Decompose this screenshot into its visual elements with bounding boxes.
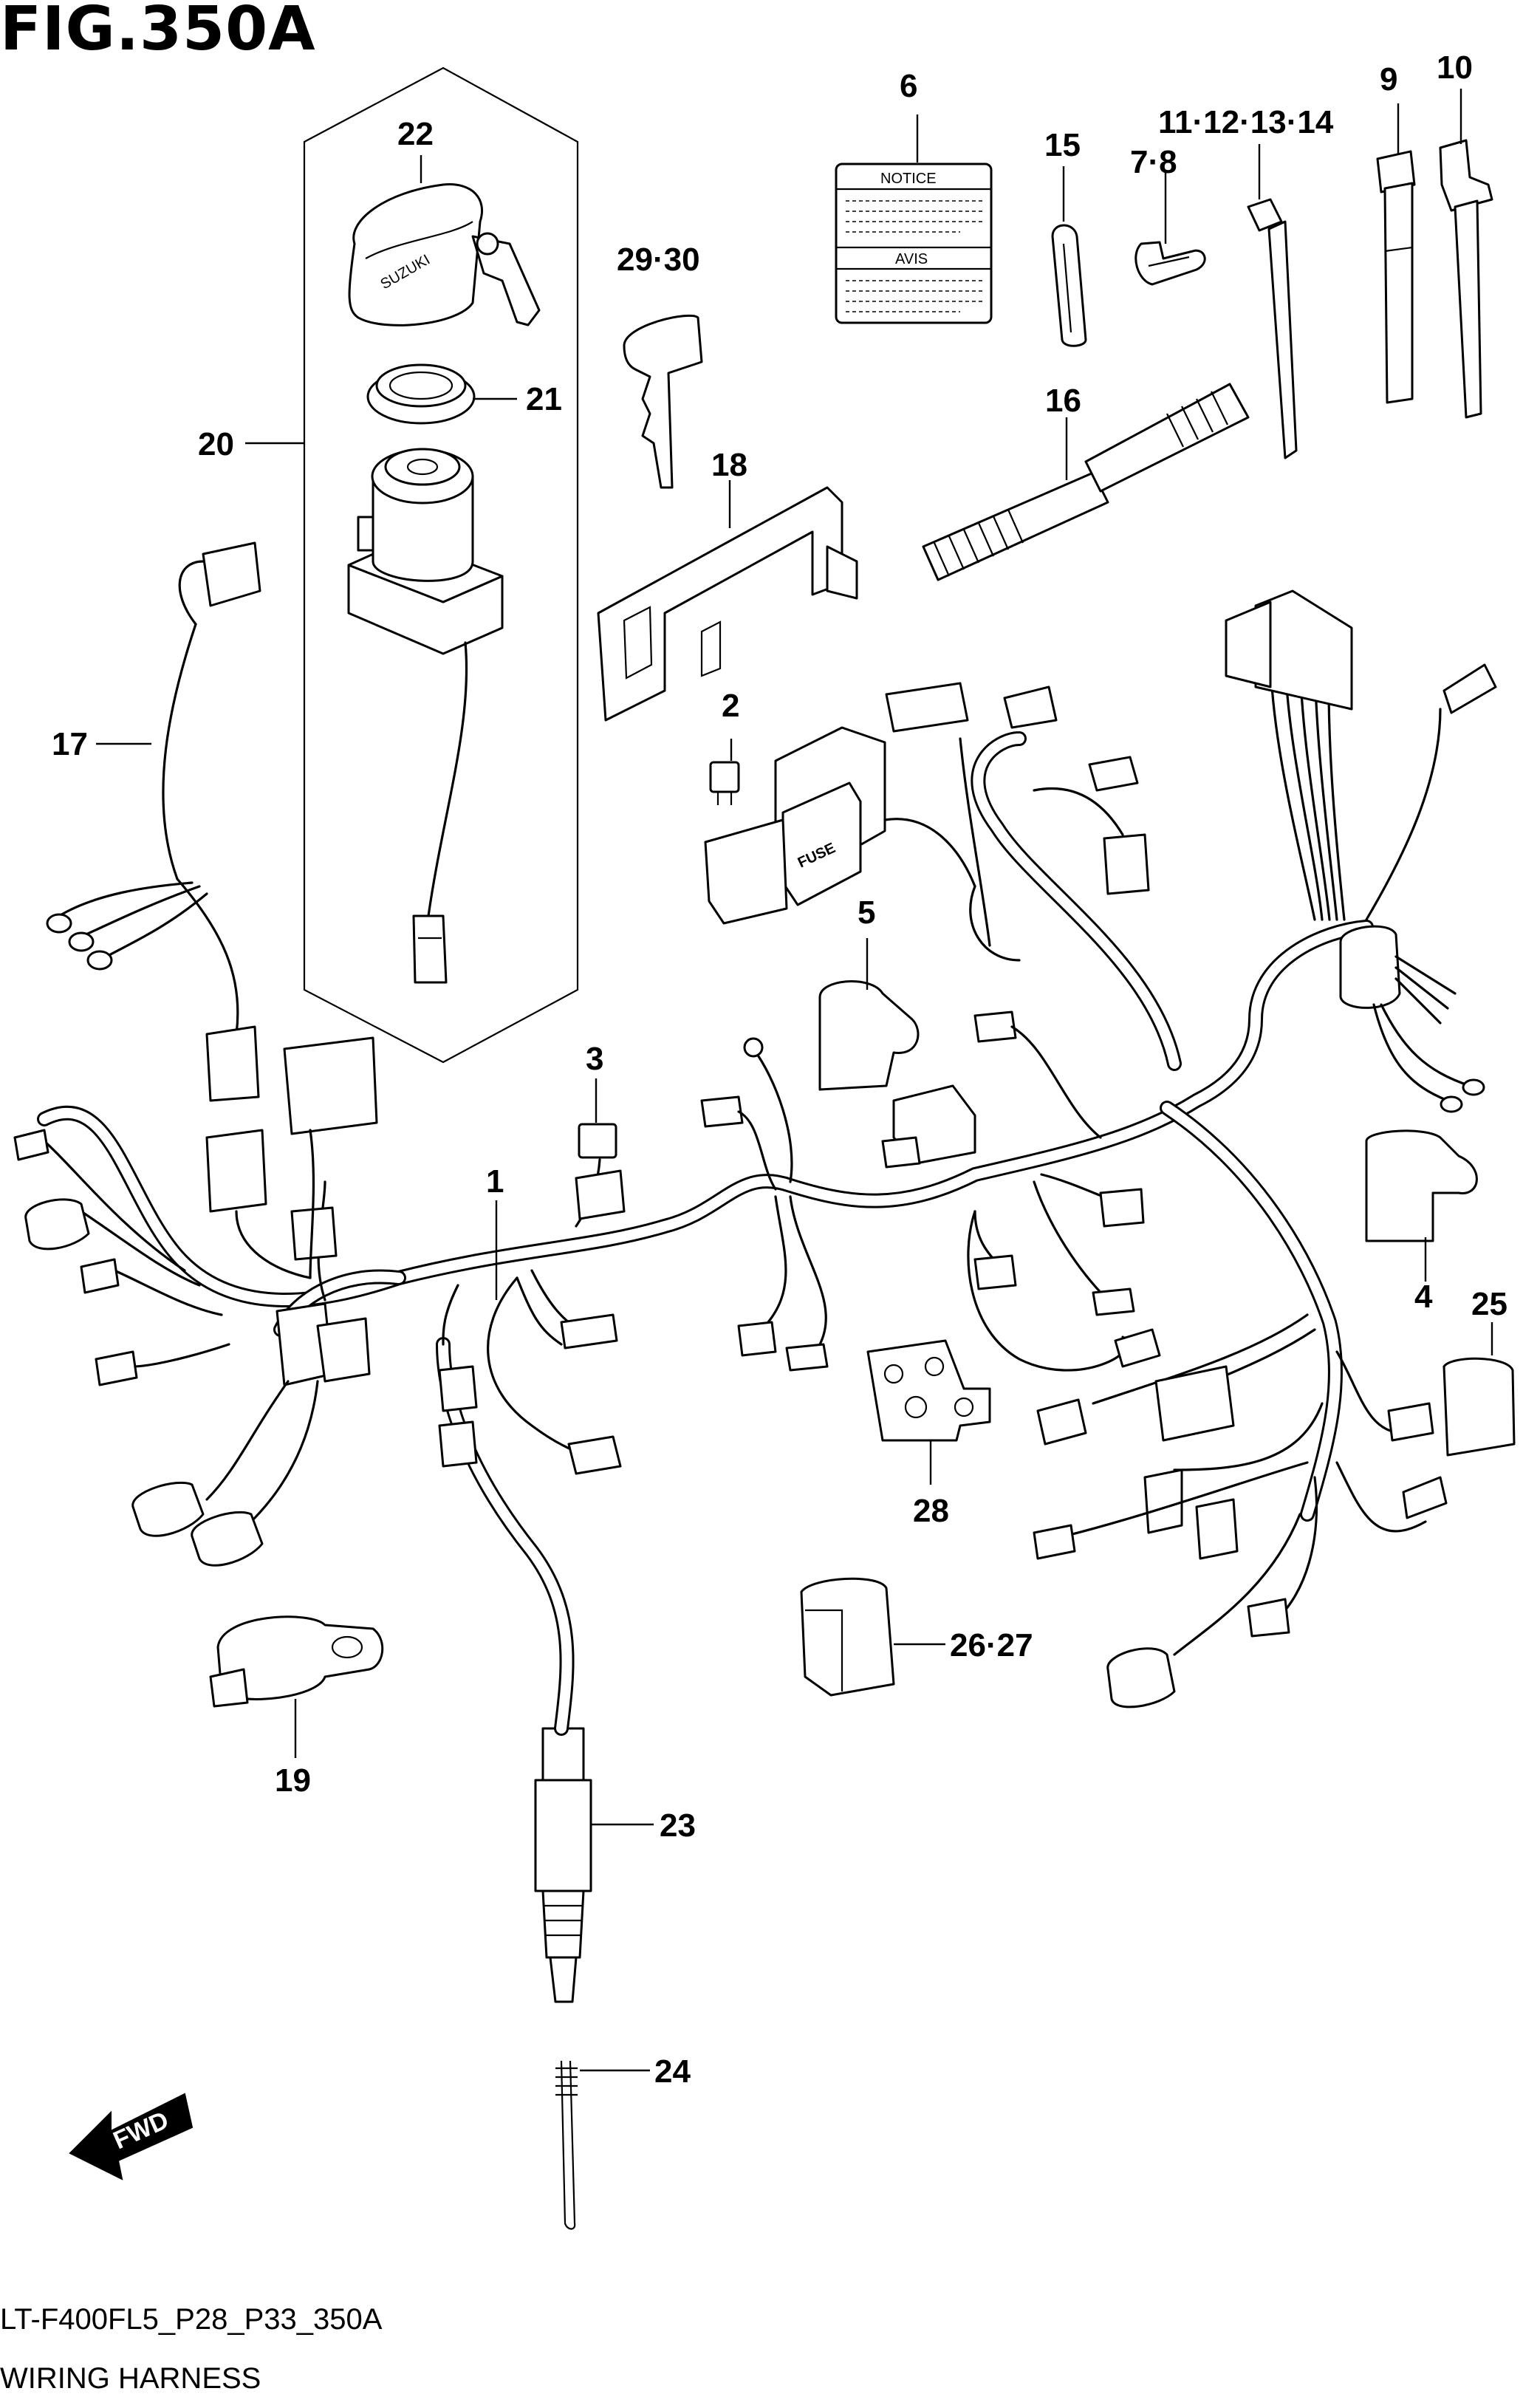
cable-tie-9	[1376, 150, 1416, 404]
forward-direction-arrow: FWD	[69, 2093, 194, 2180]
callout-24: 24	[654, 2053, 691, 2090]
notice-label: NOTICE AVIS	[835, 163, 993, 324]
model-code: LT-F400FL5_P28_P33_350A	[0, 2303, 383, 2336]
callout-3: 3	[586, 1041, 603, 1077]
ignition-key-cap: SUZUKI	[348, 183, 541, 326]
callouts: 22 21 20 17 29·30 6 15 7·8 11·12·13·14 9…	[52, 49, 1507, 2090]
ring-nut	[366, 363, 476, 425]
callout-20: 20	[198, 426, 234, 462]
blank-key	[623, 314, 703, 489]
coupler-26-27	[800, 1577, 895, 1697]
callout-11-14: 11·12·13·14	[1158, 104, 1334, 140]
callout-5: 5	[858, 895, 875, 931]
ignition-switch-body	[347, 448, 504, 984]
bracket-plate-28	[866, 1339, 991, 1442]
callout-6: 6	[900, 68, 917, 104]
terminal-cover-4	[1365, 1129, 1478, 1242]
leader-lines	[96, 89, 1493, 2072]
callout-2: 2	[722, 688, 739, 724]
ignition-group-outline	[303, 66, 579, 1064]
callout-18: 18	[711, 447, 747, 483]
corrugated-tube	[922, 383, 1250, 581]
neutral-switch-19	[209, 1615, 384, 1708]
callout-26-27: 26·27	[950, 1627, 1033, 1663]
avis-text: AVIS	[895, 251, 928, 267]
mounting-bracket	[597, 486, 858, 722]
callout-7-8: 7·8	[1130, 144, 1177, 180]
callout-19: 19	[275, 1762, 311, 1799]
callout-21: 21	[526, 381, 562, 417]
rubber-boot-5	[818, 980, 920, 1091]
hose-clamp	[1134, 241, 1206, 286]
callout-29-30: 29·30	[617, 242, 700, 278]
blade-fuse-2	[709, 761, 740, 805]
callout-15: 15	[1044, 127, 1081, 163]
callout-28: 28	[913, 1493, 949, 1529]
fuse-box: FUSE	[704, 726, 886, 925]
callout-16: 16	[1045, 383, 1081, 419]
notice-text: NOTICE	[880, 171, 937, 187]
blade-fuse-3	[578, 1123, 617, 1159]
callout-22: 22	[397, 116, 434, 152]
callout-10: 10	[1437, 49, 1473, 86]
callout-9: 9	[1380, 61, 1397, 98]
callout-4: 4	[1414, 1279, 1433, 1315]
wire-clip-15	[1051, 224, 1087, 347]
diagram-caption: WIRING HARNESS	[0, 2362, 261, 2395]
speed-sensor-23	[534, 1727, 592, 2003]
callout-25: 25	[1471, 1286, 1507, 1322]
speedometer-pin-24	[555, 2060, 578, 2230]
main-wiring-harness	[13, 589, 1497, 1736]
figure-title: FIG.350A	[0, 0, 316, 64]
sub-harness-17	[46, 541, 261, 1102]
callout-23: 23	[660, 1807, 696, 1844]
cable-tie-short	[1247, 198, 1298, 459]
relay-25	[1442, 1357, 1516, 1457]
cable-tie-10	[1439, 139, 1493, 419]
callout-1: 1	[486, 1163, 504, 1200]
callout-17: 17	[52, 726, 88, 762]
